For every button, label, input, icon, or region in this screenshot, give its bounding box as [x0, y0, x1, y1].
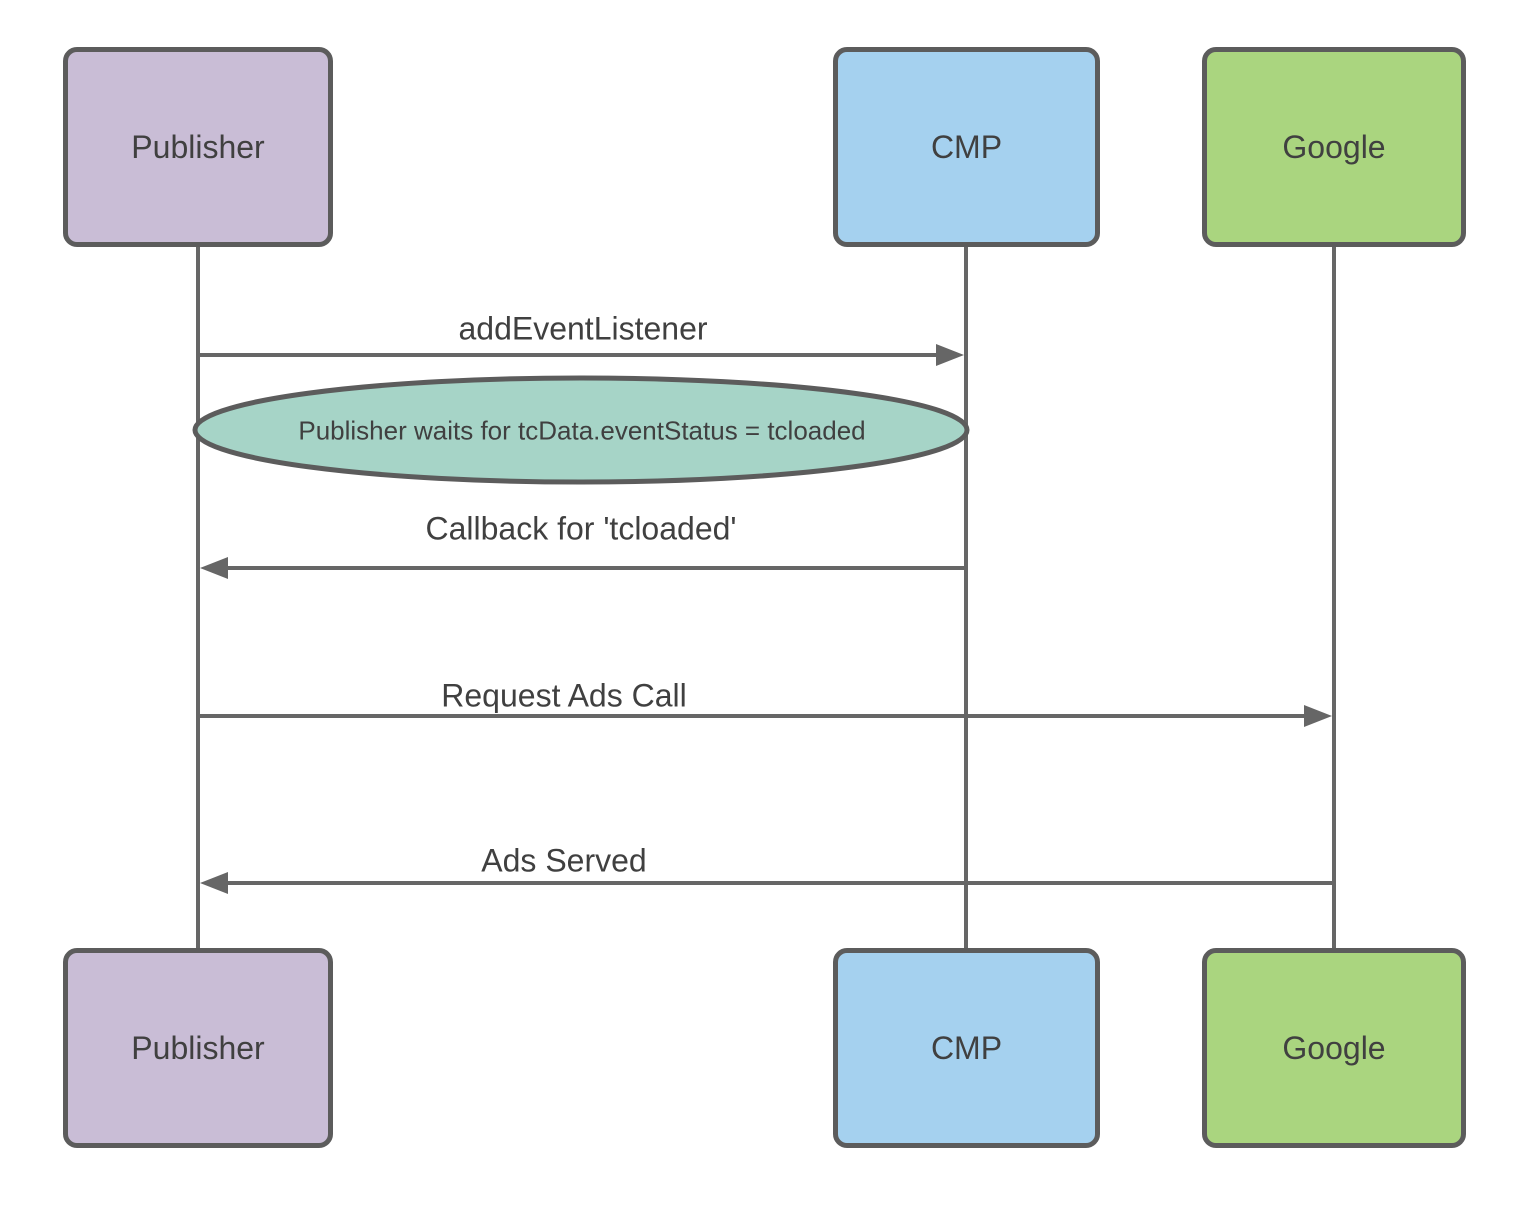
note-label: Publisher waits for tcData.eventStatus =… [298, 415, 866, 446]
message-label-callback: Callback for 'tcloaded' [425, 510, 737, 547]
note-ellipse [192, 375, 970, 485]
arrowhead-left-icon [200, 872, 228, 894]
actor-box-publisher-bottom: Publisher [63, 948, 333, 1148]
arrowhead-left-icon [200, 557, 228, 579]
actor-box-google-top: Google [1202, 47, 1466, 247]
message-arrow-addeventlistener [198, 344, 964, 366]
message-arrow-request-ads [198, 705, 1332, 727]
actor-label-publisher: Publisher [131, 128, 265, 165]
arrowhead-right-icon [936, 344, 964, 366]
message-label-ads-served: Ads Served [481, 842, 647, 879]
actor-label-google: Google [1282, 128, 1386, 165]
arrowhead-right-icon [1304, 705, 1332, 727]
actor-label-cmp: CMP [930, 1029, 1003, 1066]
message-label-request-ads: Request Ads Call [441, 677, 687, 714]
actor-label-google: Google [1282, 1029, 1386, 1066]
message-label-addeventlistener: addEventListener [458, 310, 708, 347]
actor-box-cmp-top: CMP [833, 47, 1100, 247]
actor-box-publisher-top: Publisher [63, 47, 333, 247]
actor-label-cmp: CMP [930, 128, 1003, 165]
message-arrow-ads-served [200, 872, 1334, 894]
message-arrow-callback [200, 557, 966, 579]
actor-box-google-bottom: Google [1202, 948, 1466, 1148]
actor-box-cmp-bottom: CMP [833, 948, 1100, 1148]
actor-label-publisher: Publisher [131, 1029, 265, 1066]
